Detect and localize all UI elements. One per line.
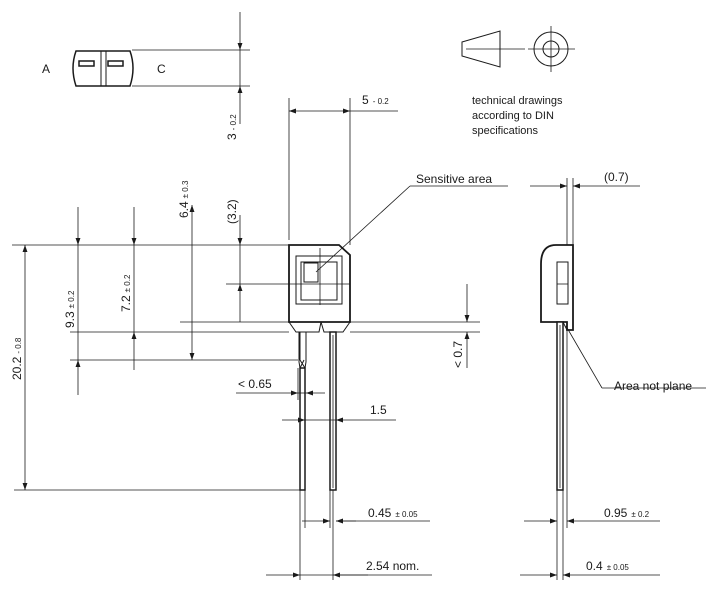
sensitive-area-leader [315,185,411,273]
stand-off [288,321,351,333]
top-view-lead-c [107,60,124,67]
top-view: A C 3- 0.2 [42,12,250,140]
side-stand-off [562,321,568,331]
dim-1-5: 1.5 [370,403,387,417]
dim-lt-0-7: < 0.7 [451,341,465,368]
dim-2-54: 2.54 nom. [366,559,419,573]
dim-0-45: 0.45± 0.05 [368,506,418,520]
sensitive-area-label: Sensitive area [416,172,492,186]
sensitive-area [303,262,319,283]
side-body [540,244,574,331]
anode-label: A [42,62,50,76]
dim-20-2: 20.2- 0.8 [10,337,24,380]
dim-3-2: (3.2) [225,199,239,224]
lead-anode-top [298,332,307,369]
dim-5: 5- 0.2 [362,93,389,107]
window-frame [295,255,343,305]
dim-lt-0-65: < 0.65 [238,377,272,391]
area-not-plane-leader [565,325,603,389]
dim-3: 3- 0.2 [225,114,239,140]
dim-7-2: 7.2± 0.2 [119,274,133,312]
cathode-label: C [157,62,166,76]
dim-6-4: 6.4± 0.3 [177,180,191,218]
package-body [288,244,351,323]
window-inner [300,261,338,301]
projection-trapezoid [461,30,501,68]
din-note-line-3: specifications [472,125,539,137]
top-view-body [72,50,134,87]
dim-0-95: 0.95± 0.2 [604,506,650,520]
area-not-plane-label: Area not plane [614,379,692,393]
projection-symbol: technical drawings according to DIN spec… [461,26,575,137]
side-view: (0.7) Area not plane 0.95± 0.2 0.4± 0.05 [520,170,706,580]
dim-0-7-top: (0.7) [604,170,629,184]
side-window [556,261,569,305]
dim-0-4: 0.4± 0.05 [586,559,629,573]
lead-anode-shank [299,367,306,491]
dim-9-3: 9.3± 0.2 [63,290,77,328]
din-note-line-1: technical drawings [472,95,563,107]
front-view: Sensitive area 5- 0.2 6.4± 0.3 (3.2) 9.3… [10,93,508,580]
din-note-line-2: according to DIN [472,110,554,122]
top-view-lead-a [78,60,95,67]
